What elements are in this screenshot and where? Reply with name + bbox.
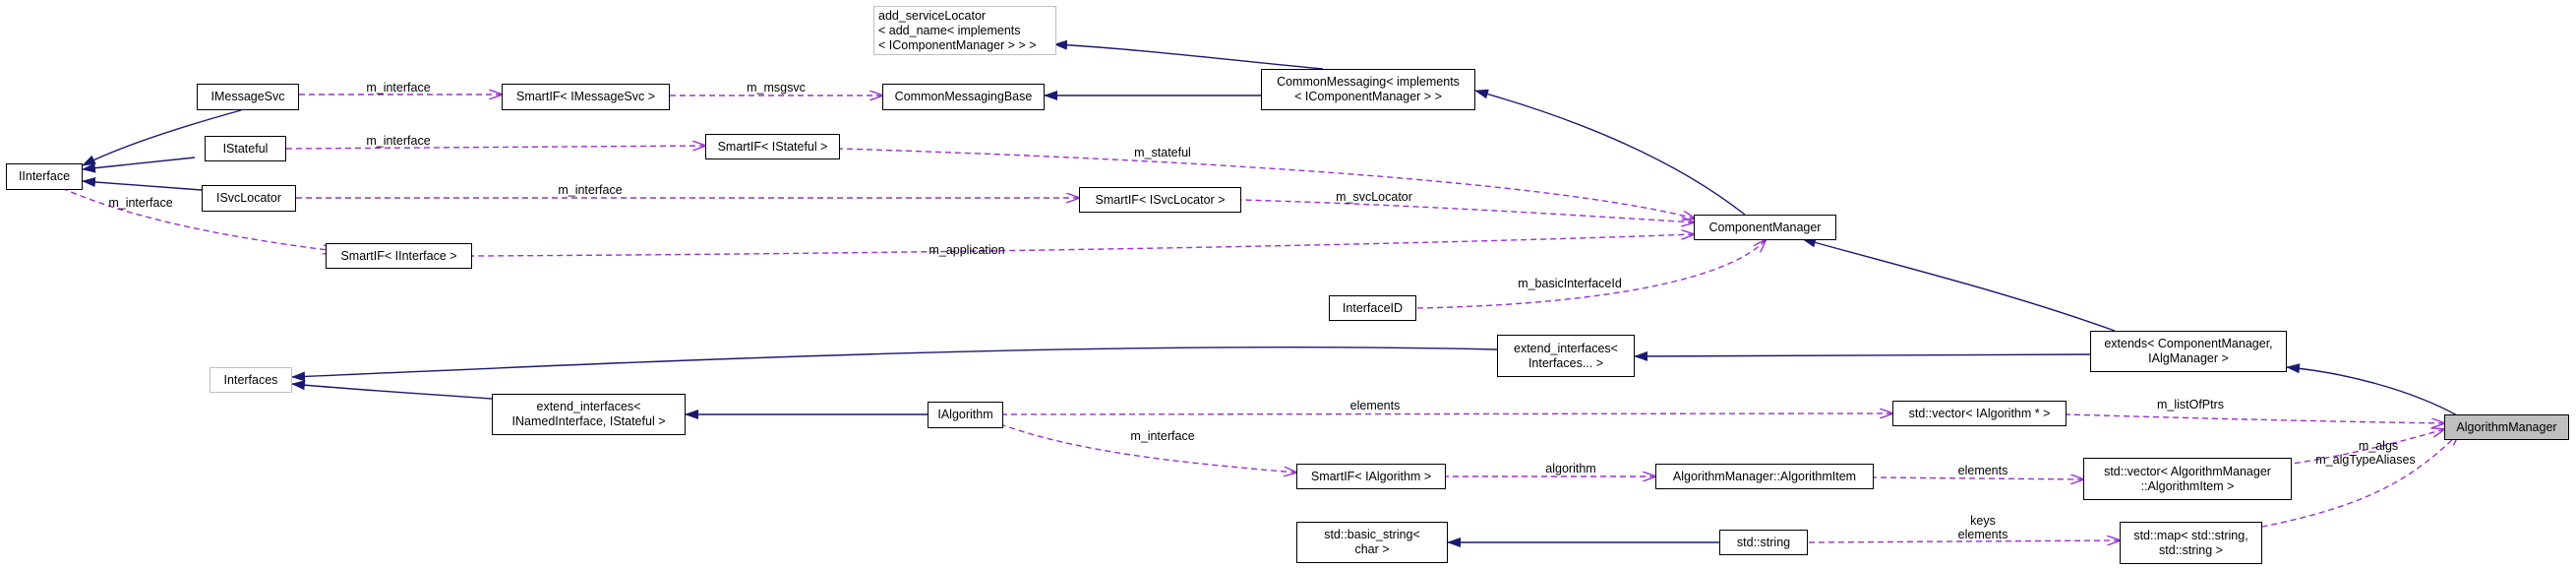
node-istateful[interactable]: IStateful bbox=[205, 136, 286, 161]
node-algorithm-item[interactable]: AlgorithmManager::AlgorithmItem bbox=[1655, 464, 1874, 489]
node-iinterface[interactable]: IInterface bbox=[6, 163, 83, 190]
edge-label-m-basic-interface-id: m_basicInterfaceId bbox=[1518, 277, 1622, 290]
node-interface-id[interactable]: InterfaceID bbox=[1329, 295, 1416, 321]
usage-edge-m-interface-ialgorithm bbox=[1002, 424, 1296, 473]
edge-label-m-application: m_application bbox=[929, 243, 1005, 257]
edge-label-m-interface-iinterface: m_interface bbox=[108, 196, 173, 210]
edge-label-m-svclocator: m_svcLocator bbox=[1336, 190, 1412, 204]
inherit-edge-extendinterfaces-interfaces bbox=[291, 346, 1498, 382]
edge-label-m-stateful: m_stateful bbox=[1134, 146, 1191, 159]
inherit-edge-extends-extendinterfaces bbox=[1634, 350, 2091, 361]
inherit-edge-istateful-iinterface bbox=[82, 157, 196, 173]
edge-label-m-algs: m_algs bbox=[2358, 439, 2399, 453]
usage-edge-m-stateful bbox=[839, 148, 1695, 219]
edge-label-elements-items: elements bbox=[1957, 464, 2008, 477]
edge-label-keys-elements: keys elements bbox=[1957, 514, 2008, 541]
node-common-messaging[interactable]: CommonMessaging< implements < IComponent… bbox=[1261, 69, 1475, 110]
usage-edge-m-list-of-ptrs bbox=[2066, 413, 2444, 423]
node-extend-interfaces-named[interactable]: extend_interfaces< INamedInterface, ISta… bbox=[492, 394, 686, 435]
usage-edge-m-application bbox=[471, 234, 1694, 257]
node-extend-interfaces-pack[interactable]: extend_interfaces< Interfaces... > bbox=[1497, 335, 1635, 377]
node-smartif-ialgorithm[interactable]: SmartIF< IAlgorithm > bbox=[1296, 464, 1446, 489]
node-algorithm-manager[interactable]: AlgorithmManager bbox=[2444, 414, 2569, 440]
edge-label-m-list-of-ptrs: m_listOfPtrs bbox=[2156, 398, 2225, 411]
node-add-service-locator[interactable]: add_serviceLocator < add_name< implement… bbox=[873, 6, 1056, 55]
usage-edge-elements-vector bbox=[1002, 413, 1892, 414]
inherit-edge-imessagesvc-iinterface bbox=[82, 109, 242, 166]
edge-label-m-alg-type-aliases: m_algTypeAliases bbox=[2315, 453, 2416, 467]
node-vector-ialgorithm[interactable]: std::vector< IAlgorithm * > bbox=[1892, 401, 2067, 426]
usage-edge-m-alg-type-aliases bbox=[2261, 433, 2459, 528]
edge-label-m-interface-stateful: m_interface bbox=[366, 134, 431, 148]
usage-edge-m-interface-stateful bbox=[285, 146, 705, 149]
node-imessagesvc[interactable]: IMessageSvc bbox=[197, 84, 299, 110]
edge-label-m-interface-svcloc: m_interface bbox=[558, 183, 623, 197]
node-extends-component-manager[interactable]: extends< ComponentManager, IAlgManager > bbox=[2090, 331, 2287, 372]
node-ialgorithm[interactable]: IAlgorithm bbox=[928, 402, 1003, 428]
edge-label-algorithm: algorithm bbox=[1545, 462, 1596, 475]
node-common-messaging-base[interactable]: CommonMessagingBase bbox=[882, 84, 1045, 110]
node-std-string[interactable]: std::string bbox=[1719, 530, 1808, 555]
node-vector-algorithm-item[interactable]: std::vector< AlgorithmManager ::Algorith… bbox=[2083, 458, 2292, 500]
inherit-edge-isvclocator-iinterface bbox=[82, 176, 203, 191]
node-map-string[interactable]: std::map< std::string, std::string > bbox=[2120, 522, 2262, 564]
node-interfaces[interactable]: Interfaces bbox=[210, 367, 292, 393]
node-smartif-imessagesvc[interactable]: SmartIF< IMessageSvc > bbox=[502, 84, 670, 110]
edge-label-m-interface-ialgorithm: m_interface bbox=[1130, 429, 1195, 443]
node-basic-string[interactable]: std::basic_string< char > bbox=[1296, 522, 1448, 563]
usage-edge-m-svclocator bbox=[1240, 199, 1694, 222]
inherit-edge-algorithmmanager-extends bbox=[2286, 363, 2460, 417]
node-smartif-isvclocator[interactable]: SmartIF< ISvcLocator > bbox=[1079, 187, 1241, 213]
edge-label-m-msgsvc: m_msgsvc bbox=[747, 81, 806, 95]
node-smartif-iinterface[interactable]: SmartIF< IInterface > bbox=[326, 243, 472, 269]
node-isvclocator[interactable]: ISvcLocator bbox=[202, 185, 296, 212]
node-smartif-istateful[interactable]: SmartIF< IStateful > bbox=[705, 134, 840, 159]
inherit-edge-componentmanager-commonmessaging bbox=[1474, 89, 1746, 216]
edge-label-m-interface-msgsvc: m_interface bbox=[366, 81, 431, 95]
usage-edge-keys-elements bbox=[1807, 540, 2120, 542]
inherit-edge-extendnamed-interfaces bbox=[291, 380, 493, 400]
usage-edge-m-algs bbox=[2291, 429, 2444, 465]
inherit-edge-commonmessaging-addservicelocator bbox=[1053, 39, 1324, 70]
usage-edge-m-basic-interface-id bbox=[1415, 240, 1766, 309]
edge-label-elements-vector: elements bbox=[1349, 399, 1401, 412]
node-component-manager[interactable]: ComponentManager bbox=[1694, 215, 1836, 240]
usage-edge-m-interface-iinterface bbox=[63, 188, 335, 251]
inherit-edge-extends-componentmanager bbox=[1802, 237, 2116, 332]
usage-edge-elements-items bbox=[1873, 477, 2083, 479]
